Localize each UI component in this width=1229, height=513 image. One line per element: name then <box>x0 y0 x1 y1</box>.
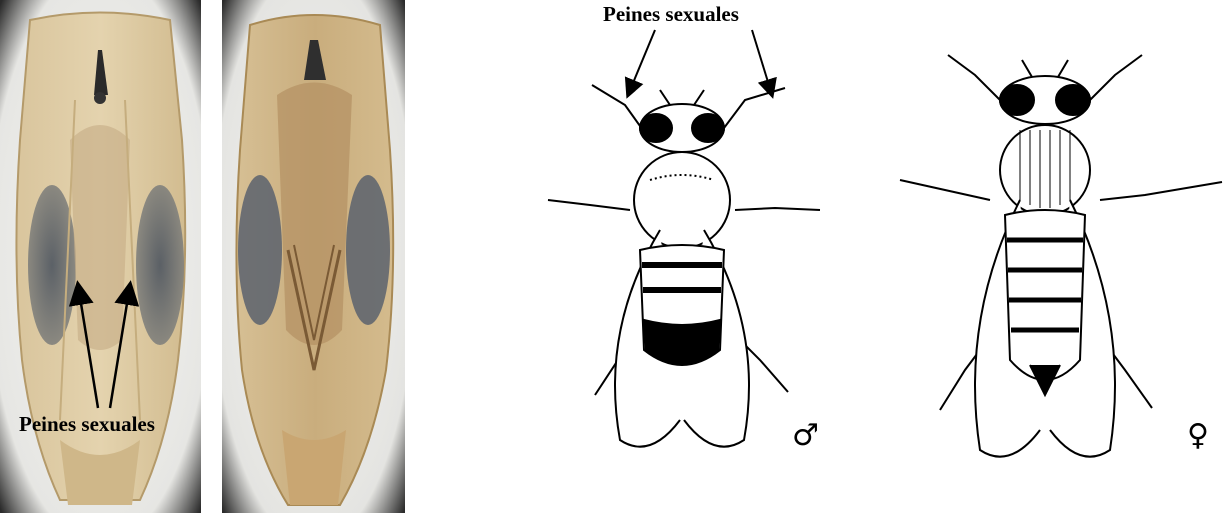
sex-combs-label-photo: Peines sexuales <box>19 412 155 437</box>
female-fly-drawing <box>880 0 1229 513</box>
sex-combs-label-drawing: Peines sexuales <box>603 2 739 27</box>
male-symbol-icon: ♂ <box>792 418 819 453</box>
pupa-photo-female <box>222 0 405 513</box>
female-symbol-icon: ♀ <box>1187 418 1209 453</box>
